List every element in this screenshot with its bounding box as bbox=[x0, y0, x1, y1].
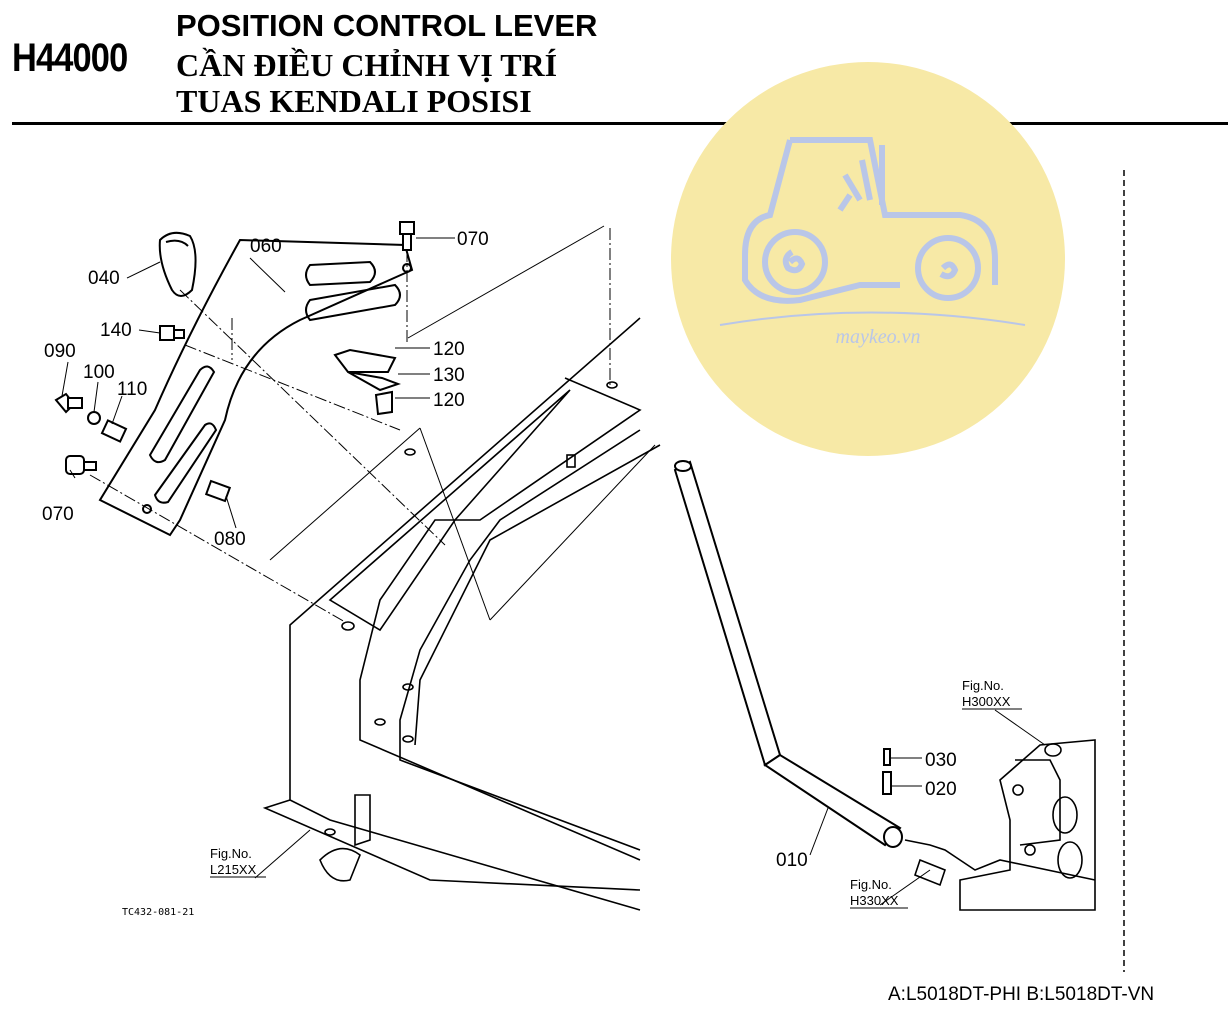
title-indonesian: TUAS KENDALI POSISI bbox=[176, 83, 532, 119]
label-080: 080 bbox=[214, 529, 246, 550]
title-english: POSITION CONTROL LEVER bbox=[176, 8, 598, 43]
projection-lines bbox=[269, 225, 656, 621]
lever-010 bbox=[673, 460, 903, 848]
ref-fig-label-1: Fig.No. bbox=[210, 846, 252, 861]
tractor-icon bbox=[719, 137, 1026, 326]
knob-040 bbox=[158, 231, 197, 297]
figure-code: H44000 bbox=[12, 36, 128, 80]
title-vietnamese: CẦN ĐIỀU CHỈNH VỊ TRÍ bbox=[176, 47, 558, 83]
label-040: 040 bbox=[88, 268, 120, 289]
drawing-code: TC432-081-21 bbox=[122, 907, 194, 918]
bolt-070-head bbox=[399, 221, 415, 235]
ref-l215xx: L215XX bbox=[210, 862, 257, 877]
leader-lines bbox=[61, 237, 1046, 909]
ref-fig-label-2: Fig.No. bbox=[850, 877, 892, 892]
ref-h330xx: H330XX bbox=[850, 893, 899, 908]
clip-080 bbox=[204, 479, 232, 503]
nut-110 bbox=[100, 419, 128, 443]
model-applicability: A:L5018DT-PHI B:L5018DT-VN bbox=[888, 984, 1155, 1005]
pin-020 bbox=[882, 771, 892, 795]
label-070-top: 070 bbox=[457, 229, 489, 250]
label-010: 010 bbox=[776, 850, 808, 871]
bolt-140-shank bbox=[173, 329, 185, 339]
label-110: 110 bbox=[117, 379, 147, 400]
spring-130 bbox=[347, 371, 401, 392]
label-140: 140 bbox=[100, 320, 132, 341]
watermark-circle bbox=[671, 62, 1065, 456]
valve-assembly bbox=[904, 739, 1096, 911]
label-120-lower: 120 bbox=[433, 390, 465, 411]
label-070-left: 070 bbox=[42, 504, 74, 525]
ref-h300xx: H300XX bbox=[962, 694, 1011, 709]
header-rule bbox=[12, 122, 1228, 125]
label-130: 130 bbox=[433, 365, 465, 386]
bolt-070-shank bbox=[402, 233, 412, 251]
clip-120-upper bbox=[333, 348, 397, 373]
label-100: 100 bbox=[83, 362, 115, 383]
bolt-070-b-head bbox=[65, 455, 85, 475]
wing-bolt-090-shank bbox=[67, 397, 83, 409]
bolt-140-head bbox=[159, 325, 175, 341]
washer-100 bbox=[87, 411, 101, 425]
label-030: 030 bbox=[925, 750, 957, 771]
clip-120-lower bbox=[374, 390, 393, 416]
pin-030 bbox=[883, 748, 891, 766]
watermark-text: maykeo.vn bbox=[836, 326, 921, 348]
bracket-plate-060 bbox=[98, 238, 414, 537]
bolt-070-b-shank bbox=[83, 461, 97, 471]
label-090: 090 bbox=[44, 341, 76, 362]
label-020: 020 bbox=[925, 779, 957, 800]
fender-body bbox=[262, 317, 661, 911]
watermark-logo: maykeo.vn bbox=[671, 62, 1065, 456]
label-120-upper: 120 bbox=[433, 339, 465, 360]
ref-fig-label-3: Fig.No. bbox=[962, 678, 1004, 693]
guide-lines bbox=[89, 228, 611, 623]
label-060: 060 bbox=[250, 236, 282, 257]
